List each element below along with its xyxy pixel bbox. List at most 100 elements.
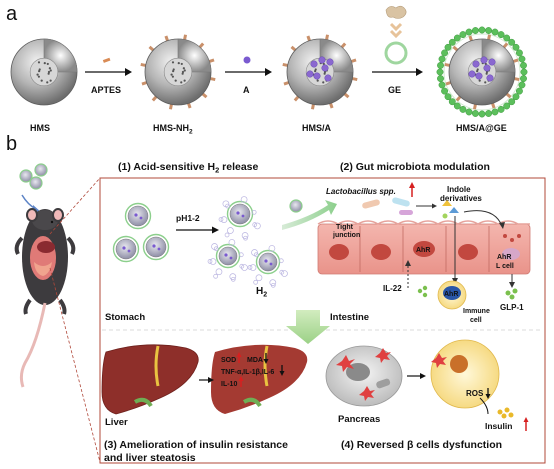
pancreas-arrow-head (420, 373, 426, 379)
h2-bubble (213, 246, 219, 252)
insulin-granules (497, 407, 514, 419)
pore (47, 72, 50, 75)
drug-molecule (475, 72, 483, 80)
drug (152, 244, 156, 248)
amine-group (168, 104, 173, 110)
amine-group (468, 35, 473, 42)
label-hms-a: HMS/A (302, 123, 332, 133)
glp1-label: GLP-1 (500, 303, 524, 312)
drug (264, 259, 268, 263)
amine-group (183, 34, 188, 40)
stomach-particles (112, 202, 170, 263)
amine-group (198, 42, 205, 49)
h2-bubble (241, 264, 248, 271)
pore (49, 79, 52, 82)
drug (269, 262, 273, 266)
h2-bubble (209, 258, 217, 265)
pore (37, 75, 40, 78)
sod-up-arrow-head (236, 352, 242, 357)
indole-molecules (442, 200, 459, 219)
pancreas-label: Pancreas (338, 414, 380, 425)
release-particles (207, 196, 288, 288)
amine-group (340, 42, 347, 49)
amine-group (282, 62, 288, 67)
h2-bubble (254, 222, 261, 230)
label-hms-a-ge: HMS/A@GE (456, 123, 507, 133)
drug-molecule (488, 58, 496, 66)
amine-group (505, 92, 512, 99)
drug-molecule (306, 70, 314, 78)
pore (182, 67, 185, 70)
intestinal-epithelium (317, 220, 531, 275)
drug (122, 246, 126, 250)
drug-molecule (468, 70, 476, 78)
mda-down-arrow-head (263, 359, 269, 364)
amine-group (352, 77, 358, 82)
h2-bubble (249, 264, 257, 271)
panel-b-label: b (6, 133, 17, 155)
core (127, 205, 149, 227)
h2-bubble (251, 209, 257, 215)
ge-coating (436, 26, 528, 118)
h2-bubble (253, 279, 258, 285)
cytokines-label: TNF-α,IL-1β,IL-6 (221, 369, 274, 376)
section-2-title: (2) Gut microbiota modulation (340, 161, 490, 173)
bacteria-icons (362, 197, 413, 215)
h2-bubble (251, 249, 258, 256)
pore (484, 81, 487, 84)
reagent-ge: GE (388, 85, 401, 95)
il10-up-arrow-head (238, 376, 244, 381)
amine-group (141, 81, 148, 86)
il22-arrow-head (405, 260, 411, 266)
h2-bubble (243, 235, 248, 241)
insulin-label: Insulin (485, 421, 512, 431)
drug-molecule (324, 74, 332, 82)
beta-cell (430, 339, 500, 409)
h2-bubble (213, 273, 218, 279)
transit-arrow (282, 200, 337, 230)
h2-bubble (211, 243, 218, 250)
pore (172, 68, 175, 71)
insulin-up-arrow-head (523, 417, 529, 422)
sod-label: SOD (221, 357, 236, 364)
dose-particles (19, 163, 48, 213)
ahr-epithelial-label: AhR (416, 247, 430, 254)
core (258, 252, 278, 272)
amine-group (148, 45, 155, 52)
amine-group (140, 62, 146, 67)
core (115, 238, 137, 260)
glp1-molecules (505, 288, 518, 300)
h2-bubble (207, 259, 213, 264)
label-hms-nh2: HMS-NH2 (153, 123, 193, 136)
amine-group (325, 34, 330, 40)
label-hms: HMS (30, 123, 50, 133)
pore (46, 81, 49, 84)
h2-bubble (215, 268, 223, 276)
pore (38, 68, 41, 71)
pore (181, 70, 185, 74)
pore (36, 73, 39, 76)
drug (241, 214, 245, 218)
h2-bubble (228, 239, 236, 246)
h2-bubble (230, 276, 236, 282)
amine-group (452, 45, 459, 52)
amine-group (210, 77, 216, 82)
amine-group (512, 58, 519, 63)
ahr-lcell-label-1: AhR (497, 254, 511, 261)
amine-group (290, 45, 297, 52)
section-4-title: (4) Reversed β cells dysfunction (341, 439, 502, 451)
transit-particle (289, 199, 303, 213)
h2-bubble (241, 232, 249, 239)
amine-group (343, 92, 350, 99)
h2-bubble (238, 252, 244, 258)
section-3-title-line1: (3) Amelioration of insulin resistance (104, 439, 288, 451)
pore (170, 73, 173, 76)
core (229, 203, 251, 225)
reagent-a: A (243, 85, 250, 95)
pore (322, 62, 325, 66)
pore (323, 72, 326, 75)
h2-bubble (281, 270, 288, 277)
pore (37, 61, 41, 64)
core (145, 236, 167, 258)
il22-label: IL-22 (383, 284, 402, 293)
